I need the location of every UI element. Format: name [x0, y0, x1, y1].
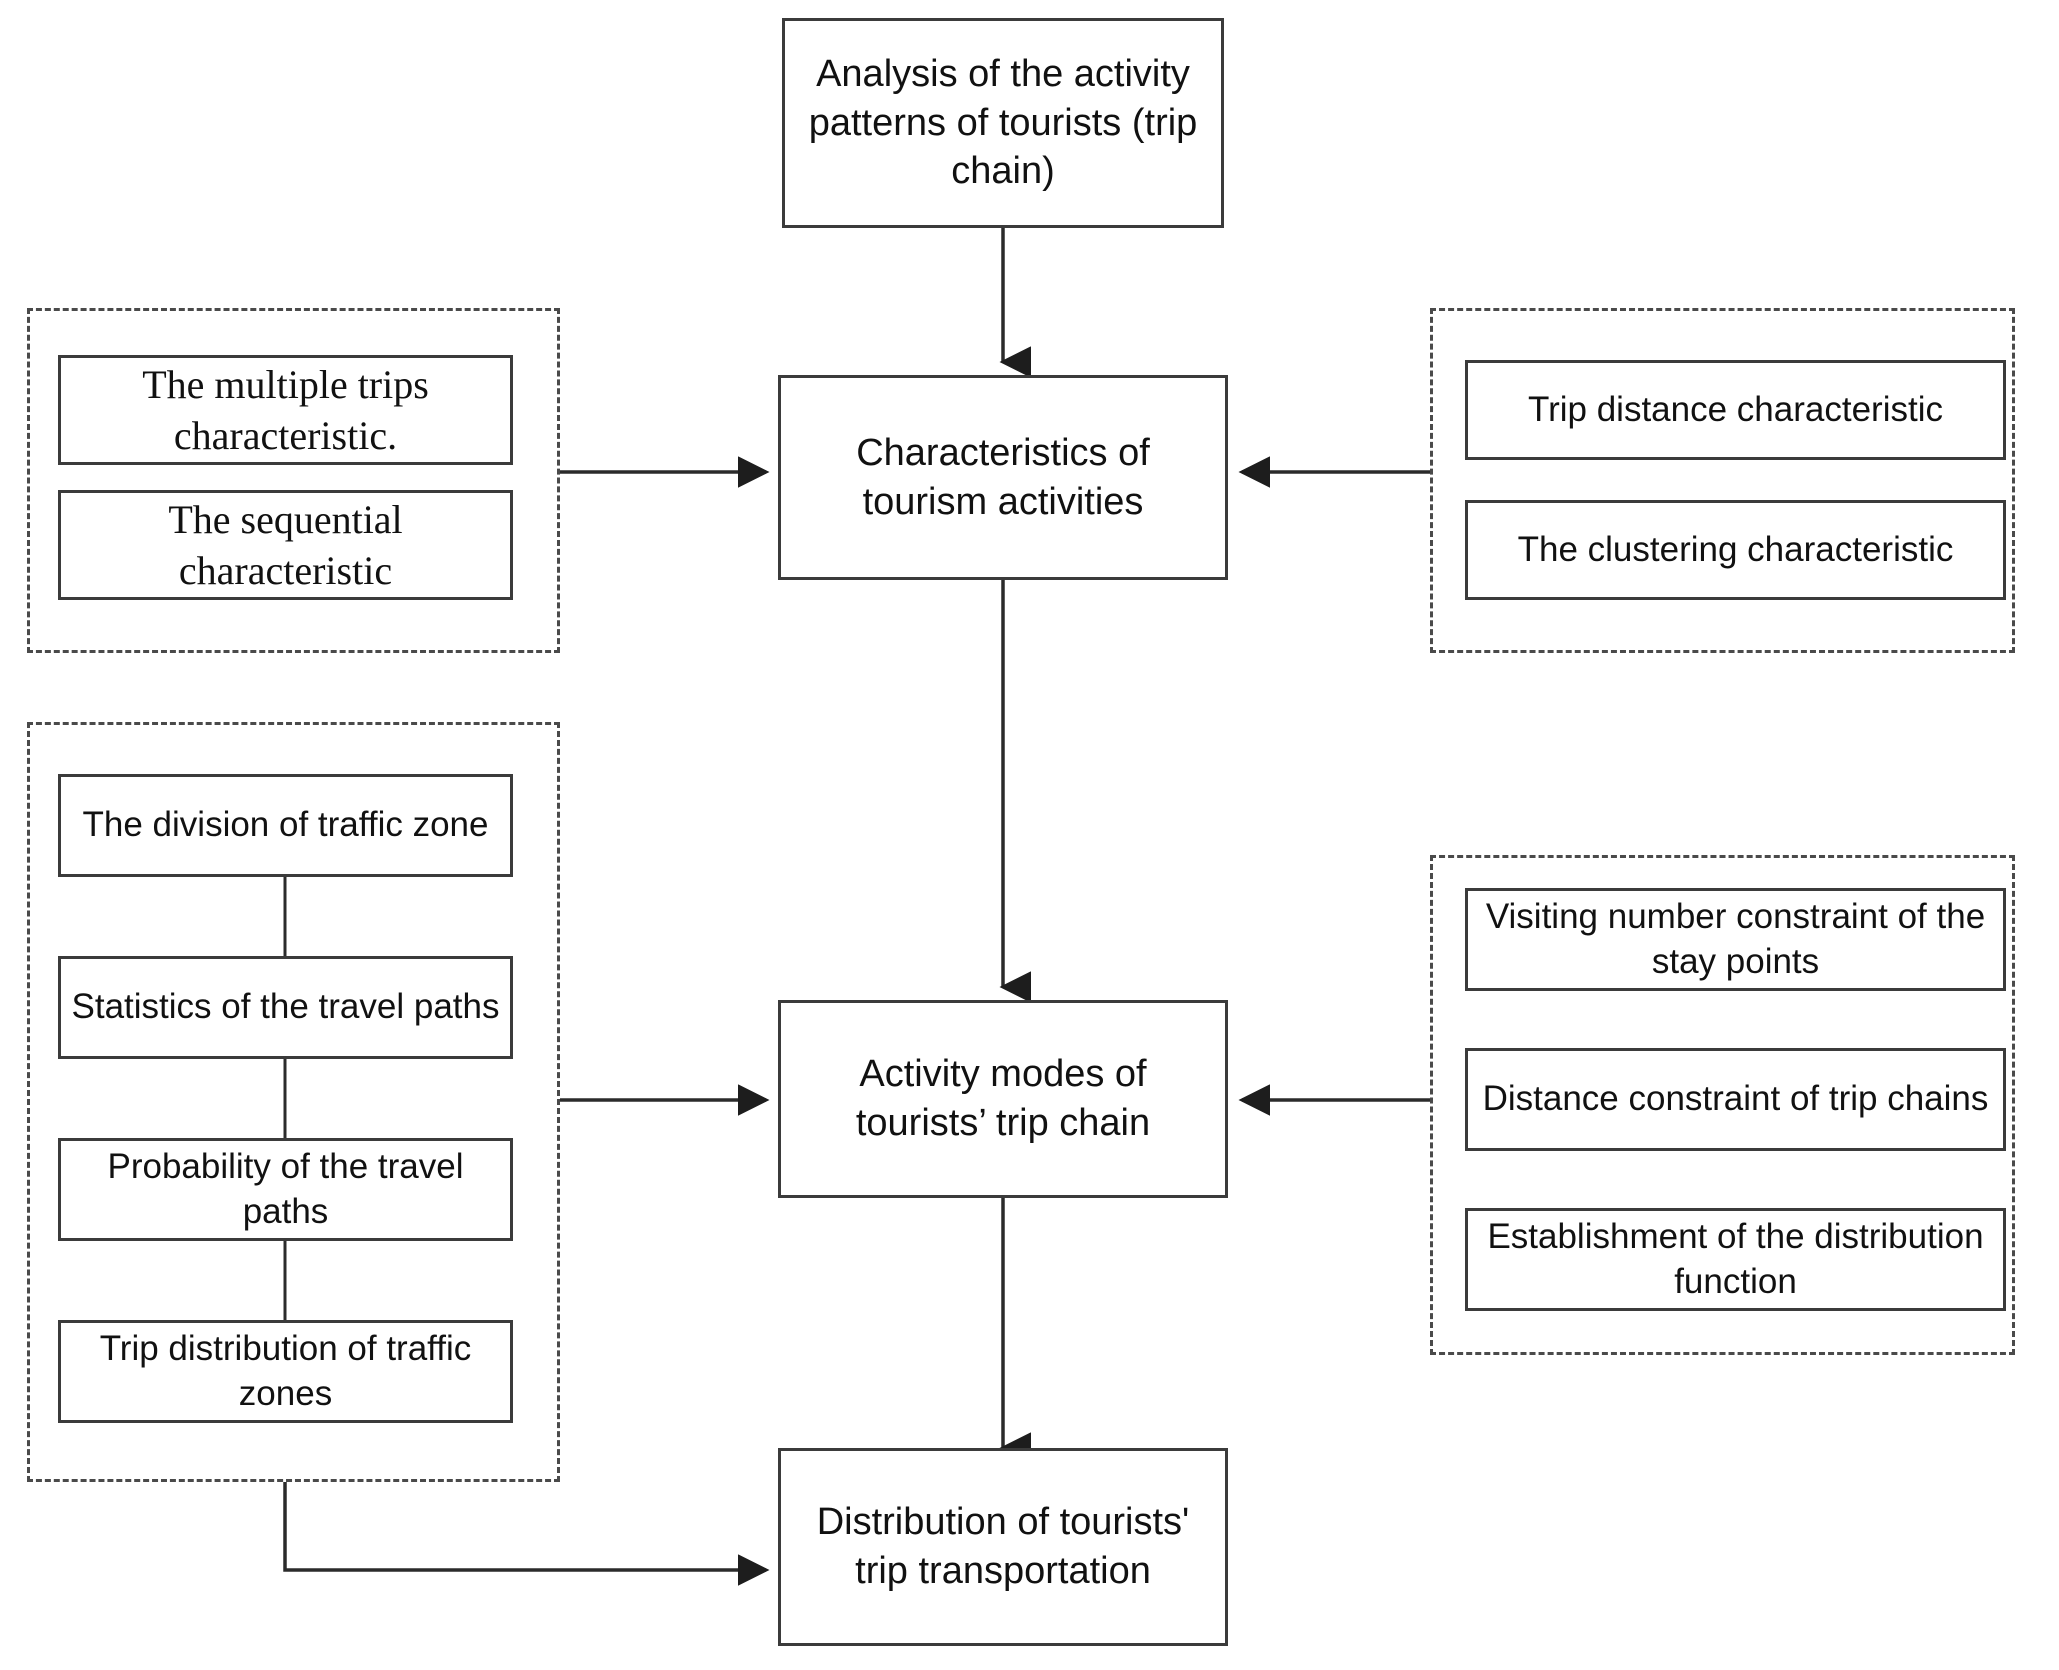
group-tourism-characteristics-right: [1430, 308, 2015, 653]
node-multiple-trips-characteristic[interactable]: The multiple trips characteristic.: [58, 355, 513, 465]
node-division-of-traffic-zone[interactable]: The division of traffic zone: [58, 774, 513, 877]
node-trip-distance-characteristic[interactable]: Trip distance characteristic: [1465, 360, 2006, 460]
node-characteristics-tourism-activities[interactable]: Characteristics of tourism activities: [778, 375, 1228, 580]
node-probability-of-travel-paths-label: Probability of the travel paths: [107, 1146, 464, 1231]
node-sequential-characteristic[interactable]: The sequential characteristic: [58, 490, 513, 600]
node-establishment-distribution-function[interactable]: Establishment of the distribution functi…: [1465, 1208, 2006, 1311]
node-division-of-traffic-zone-label: The division of traffic zone: [82, 805, 489, 845]
node-statistics-of-travel-paths[interactable]: Statistics of the travel paths: [58, 956, 513, 1059]
node-activity-modes-trip-chain[interactable]: Activity modes of tourists’ trip chain: [778, 1000, 1228, 1198]
node-probability-of-travel-paths[interactable]: Probability of the travel paths: [58, 1138, 513, 1241]
node-distance-constraint-trip-chains[interactable]: Distance constraint of trip chains: [1465, 1048, 2006, 1151]
node-multiple-trips-characteristic-label: The multiple trips characteristic.: [142, 361, 429, 458]
node-trip-distance-characteristic-label: Trip distance characteristic: [1528, 389, 1943, 429]
group-tourism-characteristics-left: [27, 308, 560, 653]
node-sequential-characteristic-label: The sequential characteristic: [168, 496, 403, 593]
node-visiting-number-constraint-label: Visiting number constraint of the stay p…: [1485, 896, 1986, 981]
node-visiting-number-constraint[interactable]: Visiting number constraint of the stay p…: [1465, 888, 2006, 991]
node-distance-constraint-trip-chains-label: Distance constraint of trip chains: [1482, 1079, 1989, 1119]
node-analysis-activity-patterns[interactable]: Analysis of the activity patterns of tou…: [782, 18, 1224, 228]
node-clustering-characteristic[interactable]: The clustering characteristic: [1465, 500, 2006, 600]
node-distribution-trip-transportation[interactable]: Distribution of tourists' trip transport…: [778, 1448, 1228, 1646]
node-clustering-characteristic-label: The clustering characteristic: [1517, 529, 1954, 569]
node-analysis-activity-patterns-label: Analysis of the activity patterns of tou…: [808, 53, 1198, 193]
node-establishment-distribution-function-label: Establishment of the distribution functi…: [1487, 1216, 1984, 1301]
node-distribution-trip-transportation-label: Distribution of tourists' trip transport…: [816, 1501, 1190, 1592]
node-statistics-of-travel-paths-label: Statistics of the travel paths: [71, 987, 500, 1027]
node-trip-distribution-traffic-zones[interactable]: Trip distribution of traffic zones: [58, 1320, 513, 1423]
node-characteristics-tourism-activities-label: Characteristics of tourism activities: [856, 431, 1150, 523]
connector-traffic-zone-group-to-distribution: [283, 1482, 770, 1586]
node-activity-modes-trip-chain-label: Activity modes of tourists’ trip chain: [855, 1053, 1151, 1144]
group-trip-chain-constraints-right: [1430, 855, 2015, 1355]
node-trip-distribution-traffic-zones-label: Trip distribution of traffic zones: [99, 1328, 472, 1413]
group-traffic-zone-analysis-left: [27, 722, 560, 1482]
